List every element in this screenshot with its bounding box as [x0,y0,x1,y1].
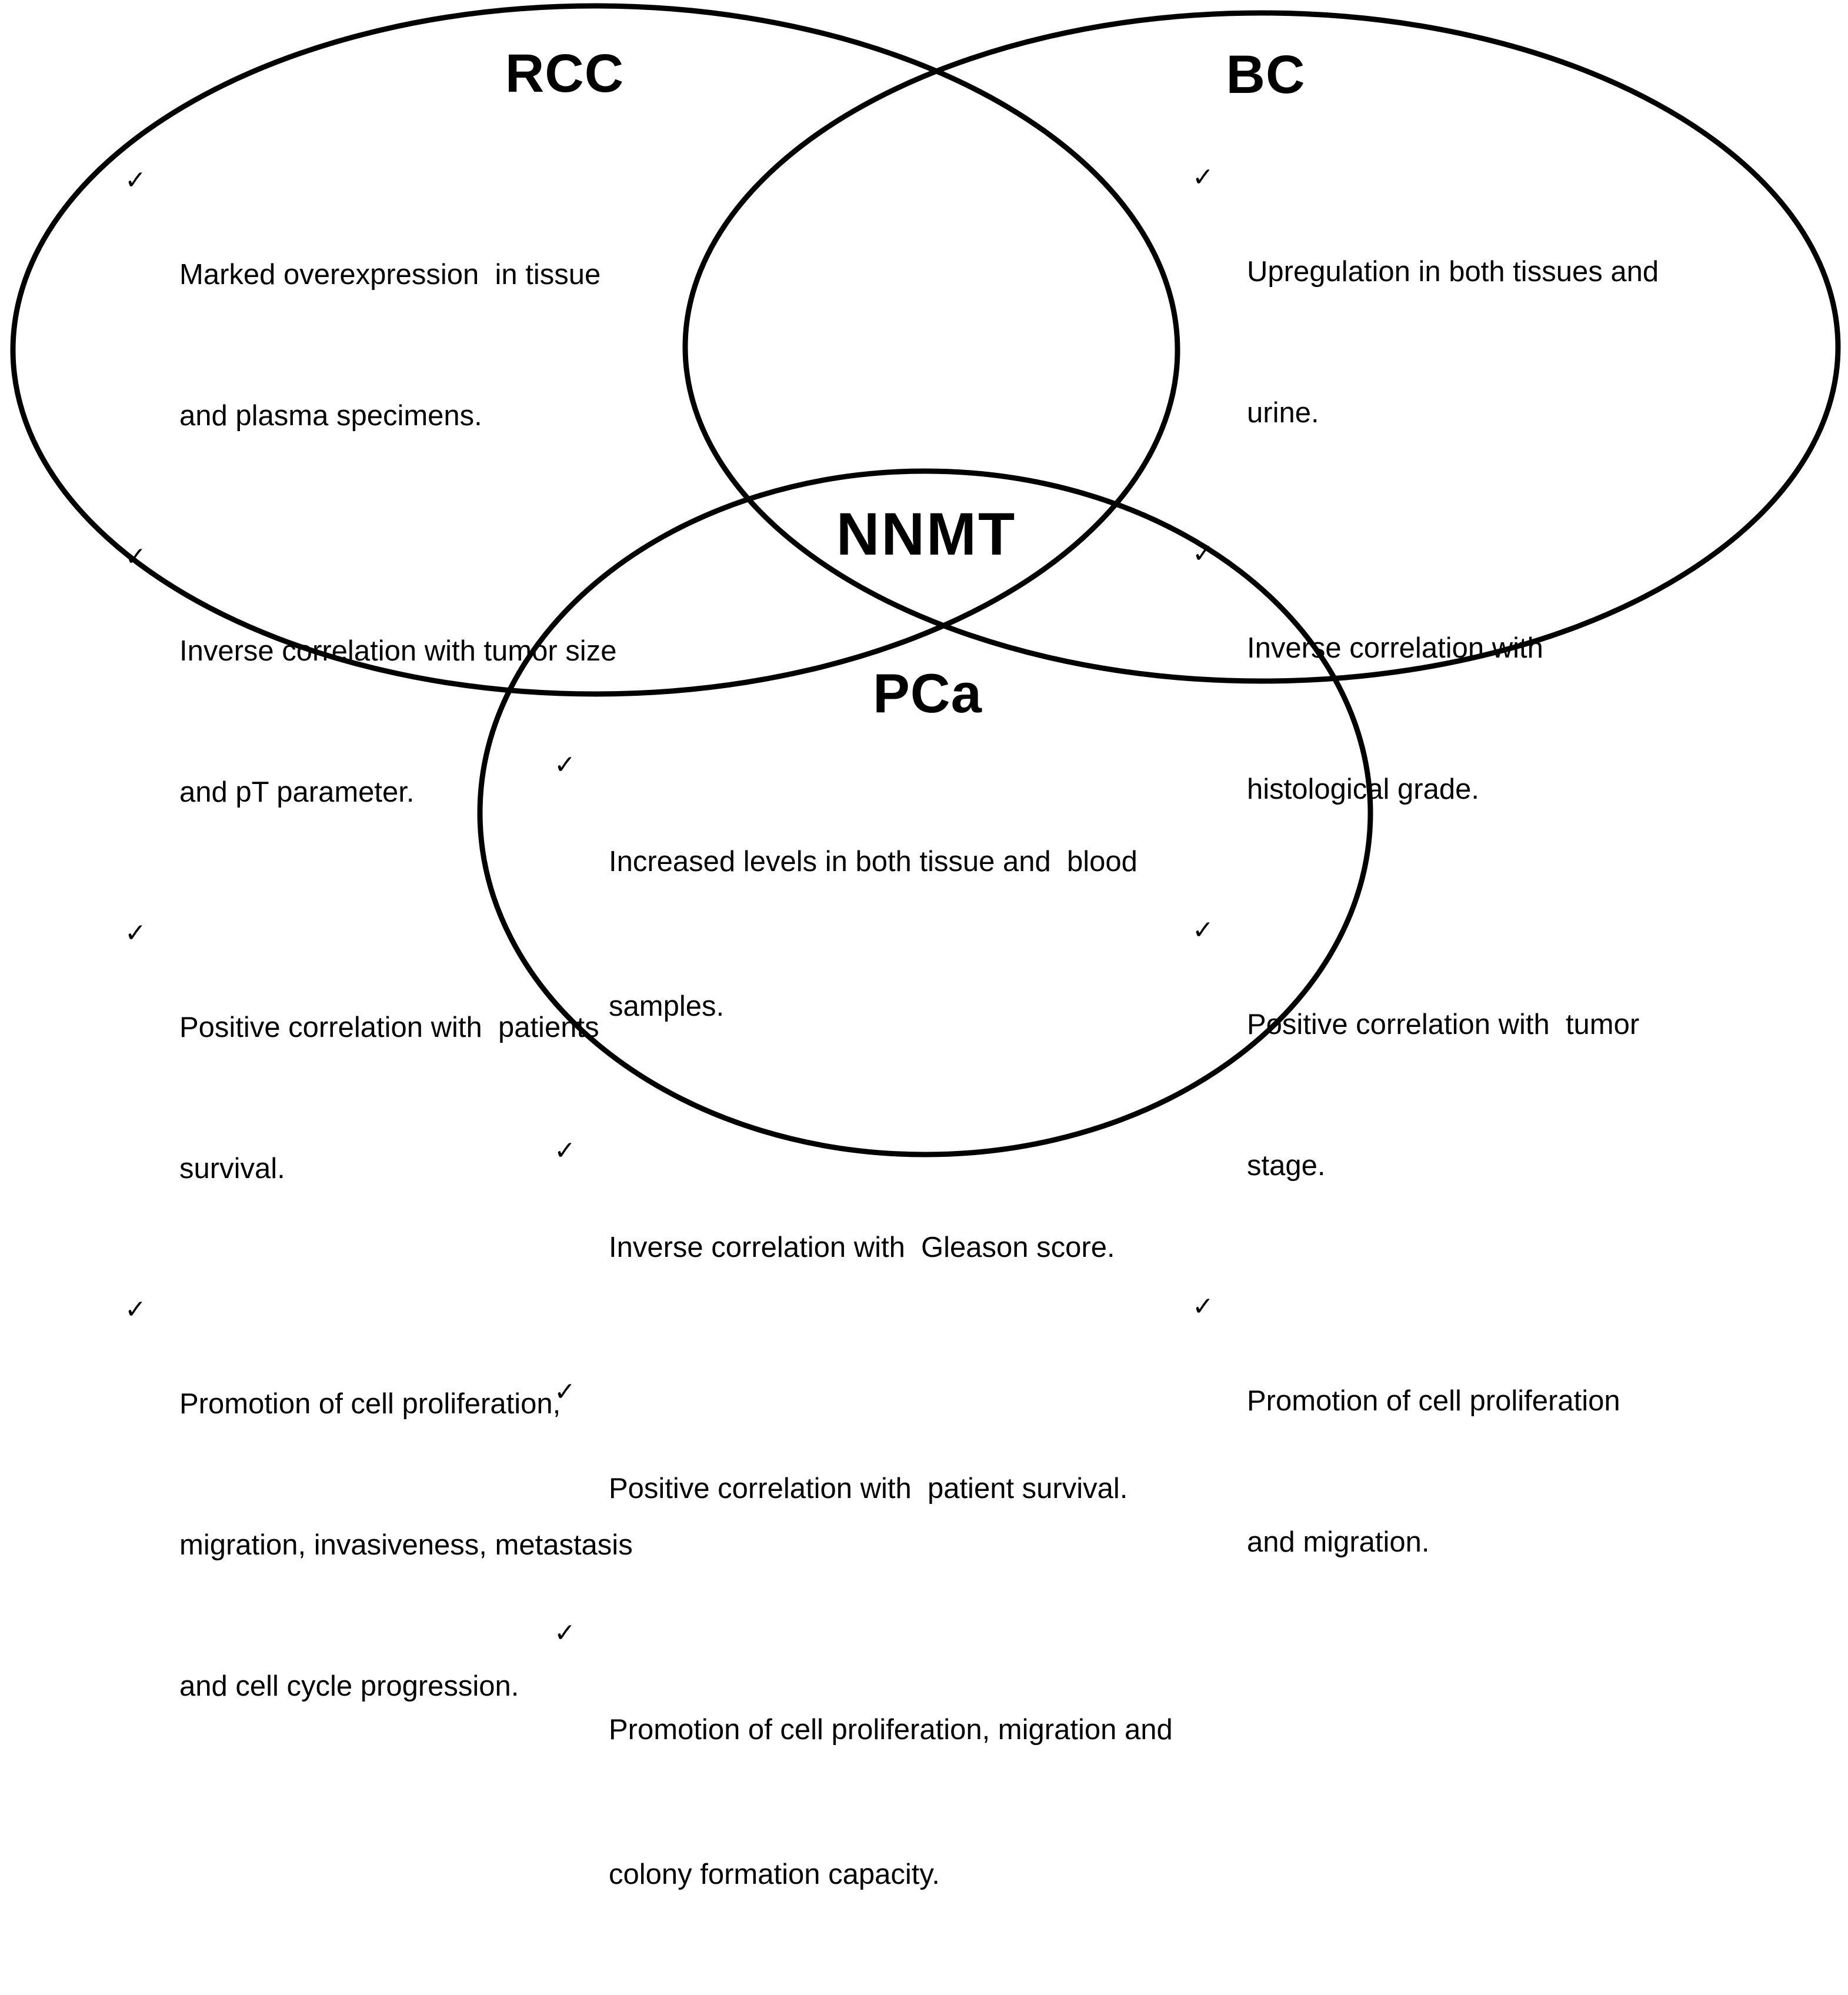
pca-bullet-list: ✓ Increased levels in both tissue and bl… [554,741,1173,1995]
bullet-text: Inverse correlation with histological gr… [1247,531,1543,907]
bullet-text: Marked overexpression in tissue and plas… [179,157,601,533]
bullet-line: and pT parameter. [179,776,415,808]
bullet-text: Inverse correlation with tumor size and … [179,533,616,910]
bullet-line: Marked overexpression in tissue [179,259,601,291]
bullet-line: histological grade. [1247,773,1479,805]
bullet-line: colony formation capacity. [609,1859,940,1890]
venn-diagram-page: { "venn": { "background": "#ffffff", "st… [10,3,1841,1890]
checkmark-icon: ✓ [1192,163,1214,192]
nnmt-center-label: NNMT [836,501,1017,568]
pca-set-title: PCa [873,662,982,724]
bullet-line: Promotion of cell proliferation, migrati… [609,1714,1173,1746]
list-item: ✓ Promotion of cell proliferation and mi… [1192,1283,1659,1660]
checkmark-icon: ✓ [554,1136,576,1165]
bullet-text: Increased levels in both tissue and bloo… [609,741,1138,1127]
bullet-text: Positive correlation with patient surviv… [609,1368,1128,1609]
bullet-line: stage. [1247,1150,1326,1182]
list-item: ✓ Promotion of cell proliferation, migra… [554,1609,1173,1995]
bc-bullet-list: ✓ Upregulation in both tissues and urine… [1192,154,1659,1660]
bullet-line: survival. [179,1153,285,1185]
list-item: ✓ Increased levels in both tissue and bl… [554,741,1173,1127]
checkmark-icon: ✓ [554,1619,576,1647]
bullet-text: Positive correlation with tumor stage. [1247,907,1639,1283]
bullet-line: and migration. [1247,1526,1430,1558]
checkmark-icon: ✓ [125,919,146,948]
bullet-line: samples. [609,990,725,1022]
bullet-line: Positive correlation with patient surviv… [609,1473,1128,1504]
venn-circles [10,3,1841,1157]
checkmark-icon: ✓ [1192,916,1214,945]
bc-circle [682,10,1841,684]
checkmark-icon: ✓ [125,166,146,195]
list-item: ✓ Positive correlation with patient surv… [554,1368,1173,1609]
bullet-line: Promotion of cell proliferation [1247,1385,1620,1417]
list-item: ✓ Inverse correlation with tumor size an… [125,533,633,910]
checkmark-icon: ✓ [125,542,146,571]
bullet-line: urine. [1247,397,1319,429]
checkmark-icon: ✓ [554,1377,576,1406]
bullet-line: Upregulation in both tissues and [1247,256,1659,288]
checkmark-icon: ✓ [1192,539,1214,568]
bullet-text: Positive correlation with patients survi… [179,910,599,1286]
bullet-line: Inverse correlation with Gleason score. [609,1232,1115,1263]
bullet-line: Inverse correlation with tumor size [179,635,617,667]
bullet-text: Upregulation in both tissues and urine. [1247,154,1659,531]
bullet-text: Promotion of cell proliferation, migrati… [609,1609,1173,1995]
bc-set-title: BC [1226,45,1306,105]
bullet-line: Positive correlation with tumor [1247,1009,1640,1040]
rcc-set-title: RCC [505,44,625,104]
rcc-circle [10,3,1180,697]
list-item: ✓ Inverse correlation with Gleason score… [554,1127,1173,1368]
bullet-line: and plasma specimens. [179,400,482,432]
list-item: ✓ Upregulation in both tissues and urine… [1192,154,1659,531]
checkmark-icon: ✓ [554,750,576,779]
list-item: ✓ Positive correlation with patients sur… [125,910,633,1286]
pca-circle [477,468,1373,1157]
bullet-line: Inverse correlation with [1247,632,1543,664]
checkmark-icon: ✓ [125,1295,146,1324]
list-item: ✓ Inverse correlation with histological … [1192,531,1659,907]
bullet-text: Promotion of cell proliferation and migr… [1247,1283,1620,1660]
bullet-line: Increased levels in both tissue and bloo… [609,846,1138,878]
bullet-text: Inverse correlation with Gleason score. [609,1127,1115,1368]
list-item: ✓ Marked overexpression in tissue and pl… [125,157,633,533]
checkmark-icon: ✓ [1192,1292,1214,1321]
bullet-line: Positive correlation with patients [179,1012,599,1043]
list-item: ✓ Positive correlation with tumor stage. [1192,907,1659,1283]
